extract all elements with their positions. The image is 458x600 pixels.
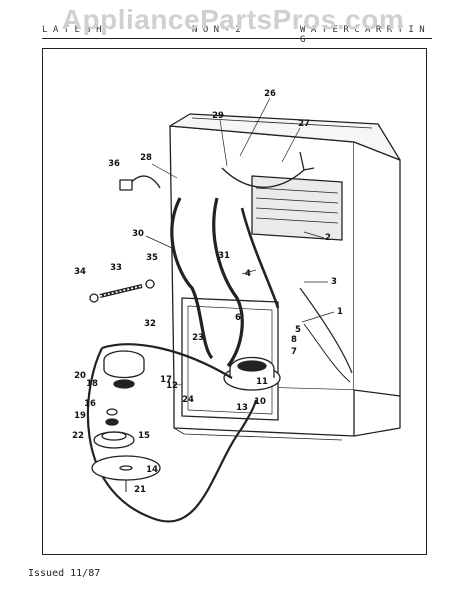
cabinet-front	[353, 141, 401, 397]
callout-33: 33	[110, 263, 122, 273]
callout-23: 23	[192, 333, 204, 343]
power-cord	[127, 175, 161, 189]
callout-19: 19	[74, 411, 86, 421]
callout-36: 36	[108, 159, 120, 169]
callout-5: 5	[295, 325, 301, 335]
issued-date: Issued 11/87	[28, 568, 101, 579]
drain-hose	[170, 197, 214, 360]
callout-15: 15	[138, 431, 150, 441]
callout-2: 2	[325, 233, 331, 243]
page-header: L A T E 3 H N O N - 2 W A T E R C A R R …	[42, 24, 432, 45]
callout-32: 32	[144, 319, 156, 329]
callout-4: 4	[245, 269, 251, 279]
back-panel	[251, 175, 343, 241]
callout-22: 22	[72, 431, 84, 441]
callout-1: 1	[337, 307, 343, 317]
callout-21: 21	[134, 485, 146, 495]
callout-17: 17	[160, 375, 172, 385]
callout-11: 11	[256, 377, 268, 387]
fill-hose	[212, 197, 244, 367]
callout-3: 3	[331, 277, 337, 287]
header-center: N O N - 2	[192, 25, 241, 35]
callout-27: 27	[298, 119, 310, 129]
callout-13: 13	[236, 403, 248, 413]
exploded-parts-diagram: 26 29 27 36 28 2 30 31 4 3 33 35 34 1 32…	[72, 89, 401, 523]
callout-29: 29	[212, 111, 224, 121]
cabinet-top	[169, 113, 401, 161]
callout-31: 31	[218, 251, 230, 261]
callout-18: 18	[86, 379, 98, 389]
callout-16: 16	[84, 399, 96, 409]
callout-30: 30	[132, 229, 144, 239]
callout-6: 6	[235, 313, 241, 323]
header-left: L A T E 3 H	[42, 25, 102, 35]
watermark: AppliancePartsPros.com	[61, 4, 405, 35]
callout-28: 28	[140, 153, 152, 163]
callout-8: 8	[291, 335, 297, 345]
callout-24: 24	[182, 395, 194, 405]
callout-10: 10	[254, 397, 266, 407]
callout-14: 14	[146, 465, 158, 475]
callout-34: 34	[74, 267, 86, 277]
detail-outline	[86, 347, 258, 523]
callout-12: 12	[166, 381, 178, 391]
callout-26: 26	[264, 89, 276, 99]
callout-7: 7	[291, 347, 297, 357]
callout-35: 35	[146, 253, 158, 263]
callout-20: 20	[74, 371, 86, 381]
header-right: W A T E R C A R R Y I N G	[300, 25, 425, 45]
diagram-frame	[42, 48, 427, 555]
